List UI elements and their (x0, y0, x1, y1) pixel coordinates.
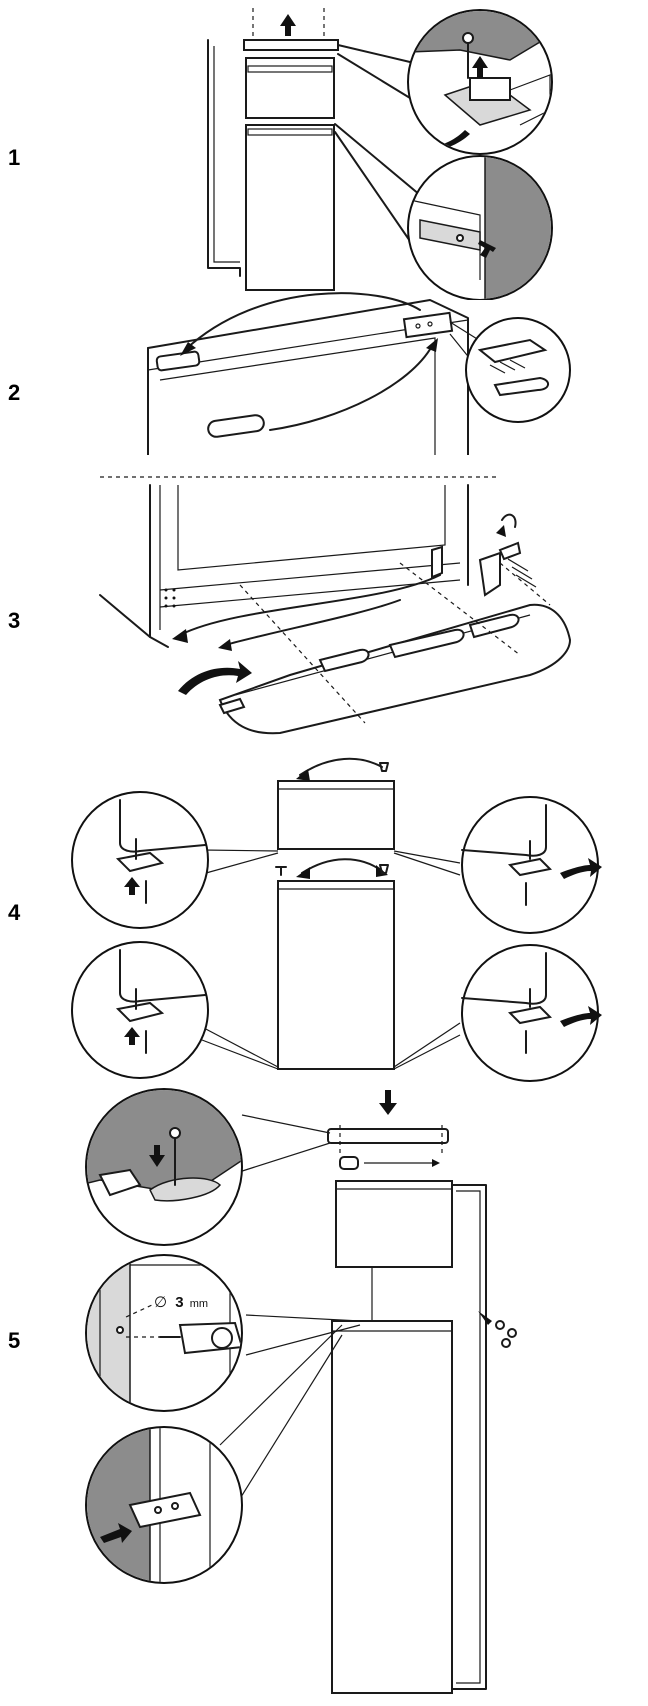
step-number-2: 2 (8, 380, 21, 405)
step-3-illustration (99, 476, 572, 735)
rotate-arrow-lower-icon (560, 1006, 602, 1027)
remove-plate-arrow-icon (178, 661, 252, 695)
bracket-out-arrow-icon (478, 240, 496, 258)
step-1-illustration (207, 8, 553, 300)
top-cover-screw-callout (85, 1088, 243, 1246)
hinge-pin-icon (379, 762, 389, 772)
screw-out-arrow-icon (472, 56, 488, 78)
top-hinge-cover (243, 39, 339, 51)
freezer-door (245, 57, 335, 119)
press-down-arrow-icon (379, 1090, 397, 1115)
step-5-illustration: ∅ 3 mm (85, 1088, 517, 1694)
freezer-door-loose (277, 780, 395, 850)
push-up-arrow-icon (124, 877, 140, 895)
door-pin-callout-bottom-left (71, 941, 209, 1079)
hinge-pin-left-icon (275, 866, 287, 876)
insert-bracket-arrow-icon (100, 1523, 132, 1543)
door-handle-recess (207, 414, 265, 438)
svg-text:∅ 3 mm: ∅ 3 mm (154, 1294, 208, 1311)
hinge-swap-detail-callout (465, 317, 571, 423)
fridge-door-refit (331, 1320, 453, 1694)
door-pin-callout-top-right (461, 796, 602, 934)
fridge-door-loose (277, 880, 395, 1070)
middle-hinge-detail-callout (407, 155, 553, 300)
fridge-door (245, 124, 335, 291)
push-up-arrow-lower-icon (124, 1027, 140, 1045)
screw-down-arrow-icon (149, 1145, 165, 1167)
left-hinge-hole-cover (155, 350, 201, 372)
hinge-pin-arrow-icon (496, 525, 506, 537)
top-hinge-detail-callout (407, 9, 553, 155)
step-number-5: 5 (8, 1328, 21, 1353)
drill-hole-callout: ∅ 3 mm (85, 1254, 243, 1412)
swap-hinge-arrow (184, 292, 421, 351)
step-2-illustration (147, 292, 571, 455)
bottom-hinge-callout (85, 1426, 243, 1584)
rotate-arrow-icon (560, 858, 602, 879)
swap-cover-arrow (269, 345, 433, 431)
door-pin-callout-top-left (71, 791, 209, 929)
transfer-plate-arrow (179, 574, 441, 636)
door-pin-callout-bottom-right (461, 944, 602, 1082)
step-number-4: 4 (8, 900, 21, 925)
step-number-3: 3 (8, 608, 21, 633)
top-hinge-cover-refit (327, 1128, 449, 1144)
kick-plate-cover (218, 603, 572, 735)
step-number-1: 1 (8, 145, 21, 170)
bottom-hinge-bracket (478, 551, 501, 597)
left-hole-dots (164, 588, 176, 608)
step-4-illustration (71, 757, 602, 1082)
freezer-door-refit (335, 1180, 453, 1268)
screw-insert-arrow-icon (478, 1311, 492, 1325)
lift-up-arrow-icon (280, 14, 296, 36)
